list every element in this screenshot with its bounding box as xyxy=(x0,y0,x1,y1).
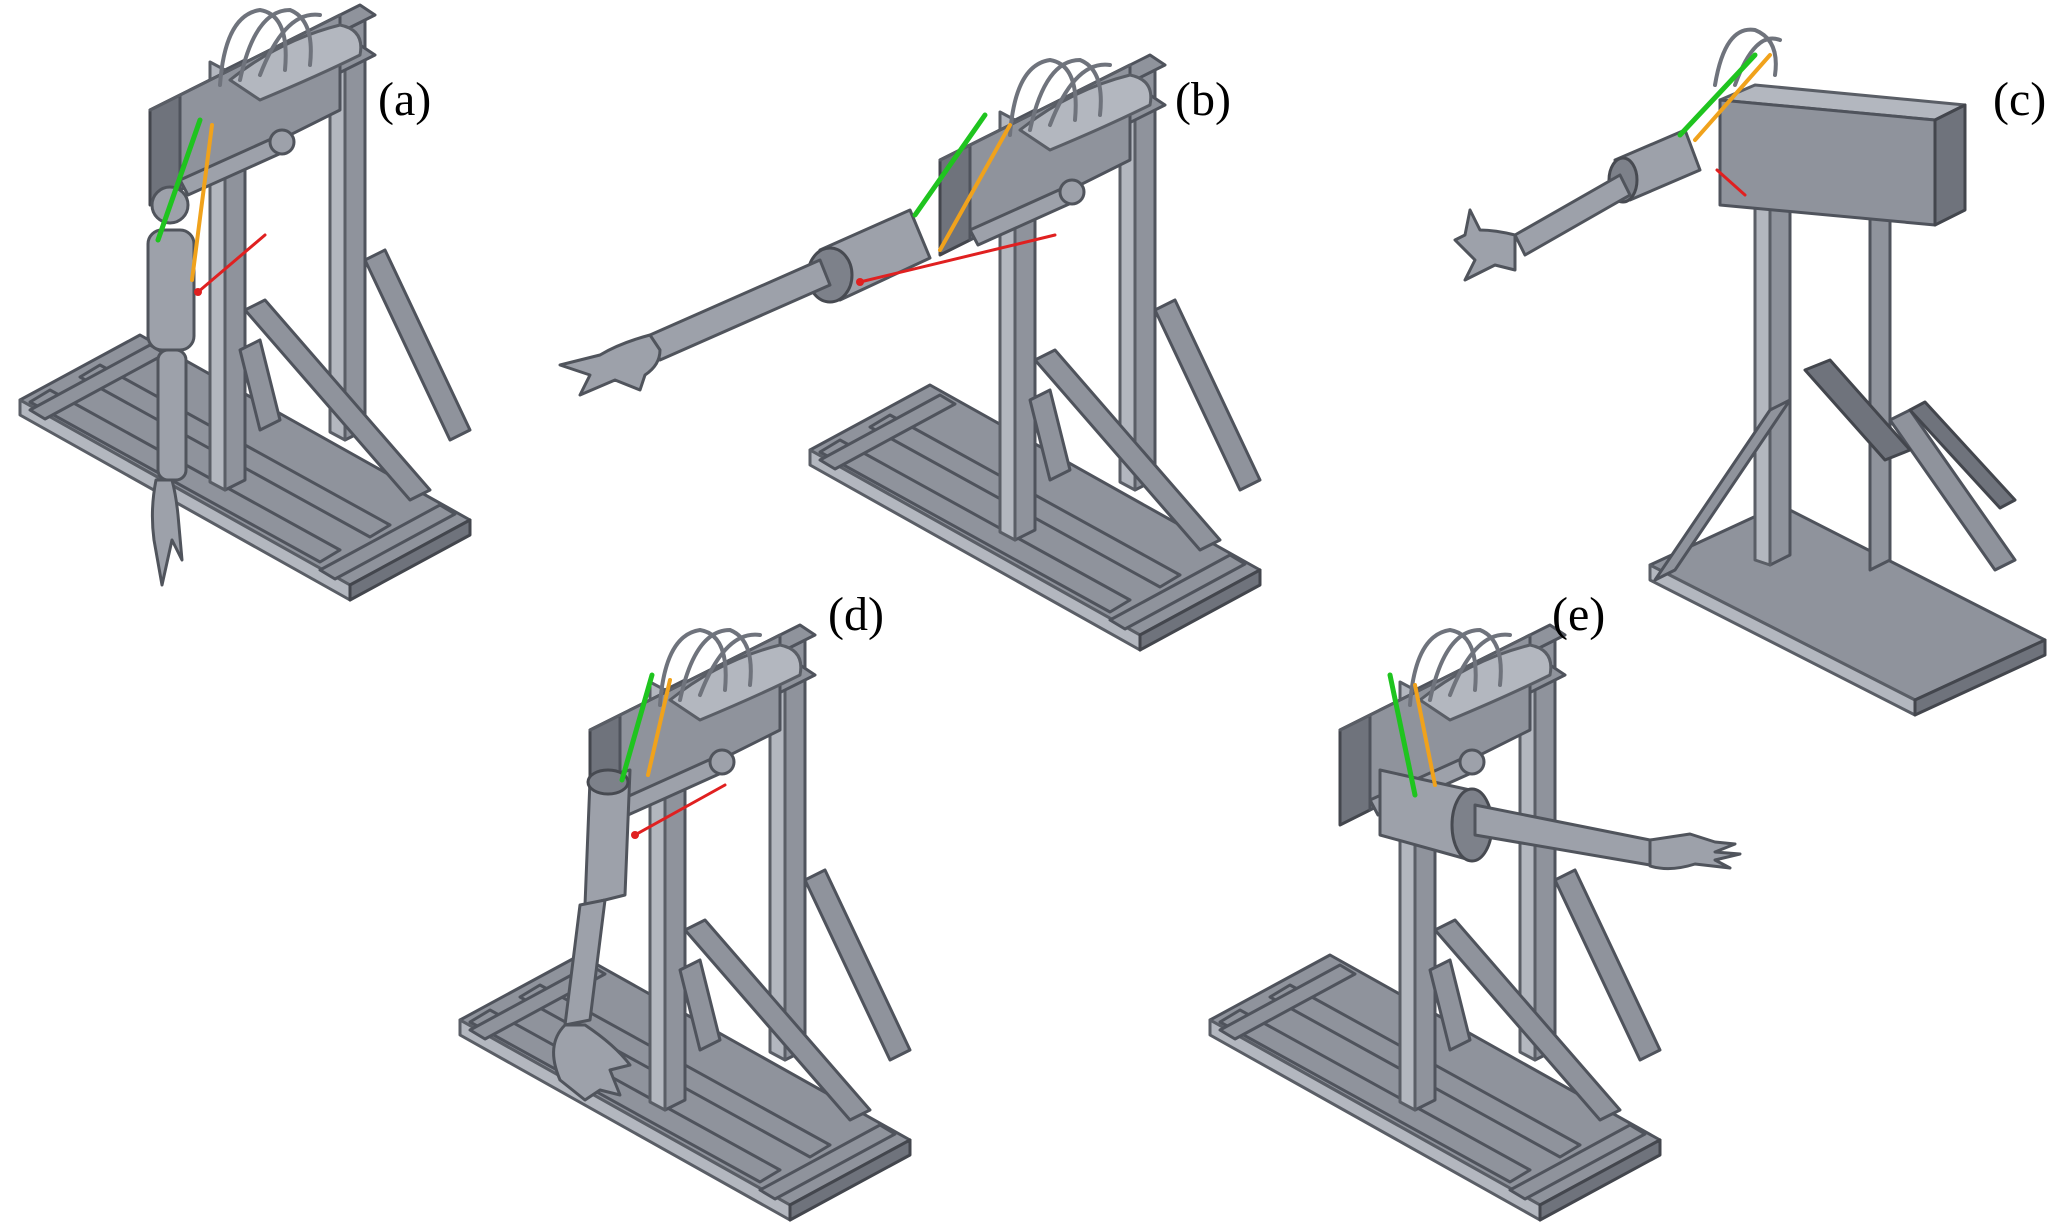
arm-d xyxy=(552,768,632,1102)
panel-d: (d) xyxy=(458,588,912,1222)
panel-c: (c) xyxy=(1453,27,2047,717)
arm-a xyxy=(146,185,196,587)
arm-c xyxy=(1453,128,1702,282)
arm-e xyxy=(1378,768,1742,871)
panel-label-b: (b) xyxy=(1175,73,1231,126)
panel-label-a: (a) xyxy=(378,73,431,126)
panel-b: (b) xyxy=(558,53,1262,652)
panel-a: (a) xyxy=(18,3,472,602)
panel-e: (e) xyxy=(1208,588,1742,1222)
arm-b xyxy=(558,208,932,397)
panel-label-c: (c) xyxy=(1993,73,2046,126)
panel-label-e: (e) xyxy=(1552,588,1605,641)
panel-label-d: (d) xyxy=(828,588,884,641)
